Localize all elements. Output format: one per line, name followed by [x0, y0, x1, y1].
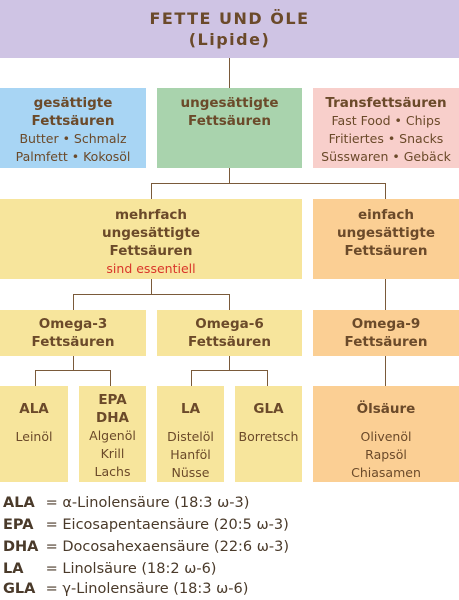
- epa-title: EPA: [98, 392, 127, 408]
- connector-to-omega6: [229, 294, 230, 310]
- box-epa-dha: EPA DHA Algenöl Krill Lachs: [79, 386, 146, 482]
- box-oleic-acid: Ölsäure Olivenöl Rapsöl Chiasamen: [313, 386, 459, 482]
- oleic-source-3: Chiasamen: [351, 465, 421, 480]
- omega3-title-1: Omega-3: [38, 316, 108, 332]
- legend-description: γ-Linolensäure (18:3 ω-6): [62, 581, 249, 597]
- legend-row-dha: DHA = Docosahexaensäure (22:6 ω-3): [3, 538, 289, 556]
- trans-examples-1: Fast Food • Chips: [331, 113, 441, 128]
- legend-abbr: GLA: [3, 581, 36, 597]
- legend-abbr: ALA: [3, 495, 35, 511]
- box-ala: ALA Leinöl: [0, 386, 68, 482]
- dha-title: DHA: [96, 410, 129, 426]
- box-omega-3: Omega-3 Fettsäuren: [0, 310, 146, 356]
- oleic-title: Ölsäure: [356, 401, 416, 417]
- legend-row-la: LA = Linolsäure (18:2 ω-6): [3, 560, 216, 578]
- poly-title-2: ungesättigte: [102, 225, 200, 241]
- root-box-fats-and-oils: FETTE UND ÖLE (Lipide): [0, 0, 459, 58]
- connector-to-epa-dha: [110, 370, 111, 386]
- legend-row-epa: EPA = Eicosapentaensäure (20:5 ω-3): [3, 516, 289, 534]
- root-title: FETTE UND ÖLE: [149, 9, 310, 28]
- omega9-title-2: Fettsäuren: [344, 334, 428, 350]
- unsaturated-title-2: Fettsäuren: [188, 113, 271, 129]
- connector-omega6-down: [229, 356, 230, 370]
- trans-title: Transfettsäuren: [325, 95, 447, 111]
- poly-title-3: Fettsäuren: [109, 243, 193, 259]
- la-source-3: Nüsse: [171, 465, 210, 480]
- ala-source-1: Leinöl: [15, 429, 53, 444]
- connector-omega6-horizontal: [191, 370, 268, 371]
- omega6-title-2: Fettsäuren: [188, 334, 271, 350]
- unsaturated-title-1: ungesättigte: [180, 95, 279, 111]
- legend-equals: =: [45, 495, 58, 511]
- connector-to-mono: [385, 183, 386, 199]
- connector-to-la: [191, 370, 192, 386]
- box-unsaturated-fatty-acids: ungesättigte Fettsäuren: [157, 88, 302, 168]
- legend-abbr: DHA: [3, 539, 39, 555]
- box-gla: GLA Borretsch: [235, 386, 302, 482]
- connector-to-oleic: [385, 356, 386, 386]
- mono-title-3: Fettsäuren: [344, 243, 428, 259]
- box-monounsaturated-fatty-acids: einfach ungesättigte Fettsäuren: [313, 199, 459, 279]
- connector-to-omega9: [385, 279, 386, 310]
- la-source-1: Distelöl: [167, 429, 214, 444]
- box-la: LA Distelöl Hanföl Nüsse: [157, 386, 224, 482]
- legend-description: α-Linolensäure (18:3 ω-3): [62, 495, 250, 511]
- connector-omega3-horizontal: [35, 370, 110, 371]
- connector-row3-horizontal: [151, 183, 386, 184]
- box-polyunsaturated-fatty-acids: mehrfach ungesättigte Fettsäuren sind es…: [0, 199, 302, 279]
- box-omega-6: Omega-6 Fettsäuren: [157, 310, 302, 356]
- saturated-examples-2: Palmfett • Kokosöl: [15, 149, 131, 164]
- epa-dha-source-2: Krill: [100, 446, 125, 461]
- legend-equals: =: [45, 517, 58, 533]
- epa-dha-source-1: Algenöl: [89, 428, 136, 443]
- connector-to-poly: [151, 183, 152, 199]
- la-source-2: Hanföl: [170, 447, 211, 462]
- connector-row4-horizontal: [73, 294, 230, 295]
- mono-title-1: einfach: [358, 207, 414, 223]
- saturated-title-1: gesättigte: [33, 95, 113, 111]
- box-omega-9: Omega-9 Fettsäuren: [313, 310, 459, 356]
- trans-examples-3: Süsswaren • Gebäck: [321, 149, 451, 164]
- connector-omega3-down: [73, 356, 74, 370]
- box-saturated-fatty-acids: gesättigte Fettsäuren Butter • Schmalz P…: [0, 88, 146, 168]
- oleic-source-1: Olivenöl: [360, 429, 412, 444]
- legend-equals: =: [45, 561, 58, 577]
- la-title: LA: [180, 401, 201, 417]
- legend-description: Eicosapentaensäure (20:5 ω-3): [62, 517, 289, 533]
- omega9-title-1: Omega-9: [351, 316, 421, 332]
- legend-description: Docosahexaensäure (22:6 ω-3): [62, 539, 290, 555]
- gla-title: GLA: [253, 401, 284, 417]
- connector-unsaturated-down: [229, 168, 230, 183]
- saturated-title-2: Fettsäuren: [31, 113, 115, 129]
- mono-title-2: ungesättigte: [337, 225, 435, 241]
- oleic-source-2: Rapsöl: [365, 447, 407, 462]
- connector-to-ala: [35, 370, 36, 386]
- root-subtitle: (Lipide): [188, 30, 271, 49]
- legend-description: Linolsäure (18:2 ω-6): [62, 561, 217, 577]
- omega6-title-1: Omega-6: [195, 316, 264, 332]
- saturated-examples-1: Butter • Schmalz: [19, 131, 127, 146]
- trans-examples-2: Fritiertes • Snacks: [328, 131, 444, 146]
- box-trans-fatty-acids: Transfettsäuren Fast Food • Chips Fritie…: [313, 88, 459, 168]
- gla-source-1: Borretsch: [238, 429, 299, 444]
- legend-row-ala: ALA = α-Linolensäure (18:3 ω-3): [3, 494, 249, 512]
- epa-dha-source-3: Lachs: [94, 464, 131, 479]
- connector-to-gla: [267, 370, 268, 386]
- connector-to-omega3: [73, 294, 74, 310]
- poly-title-1: mehrfach: [114, 207, 188, 223]
- legend-row-gla: GLA = γ-Linolensäure (18:3 ω-6): [3, 580, 248, 598]
- legend-equals: =: [45, 581, 58, 597]
- legend-equals: =: [45, 539, 58, 555]
- ala-title: ALA: [19, 401, 49, 417]
- legend-abbr: EPA: [3, 517, 34, 533]
- connector-root-down: [229, 58, 230, 88]
- connector-poly-down: [151, 279, 152, 294]
- legend-abbr: LA: [3, 561, 24, 577]
- poly-essential-note: sind essentiell: [106, 261, 196, 276]
- omega3-title-2: Fettsäuren: [31, 334, 115, 350]
